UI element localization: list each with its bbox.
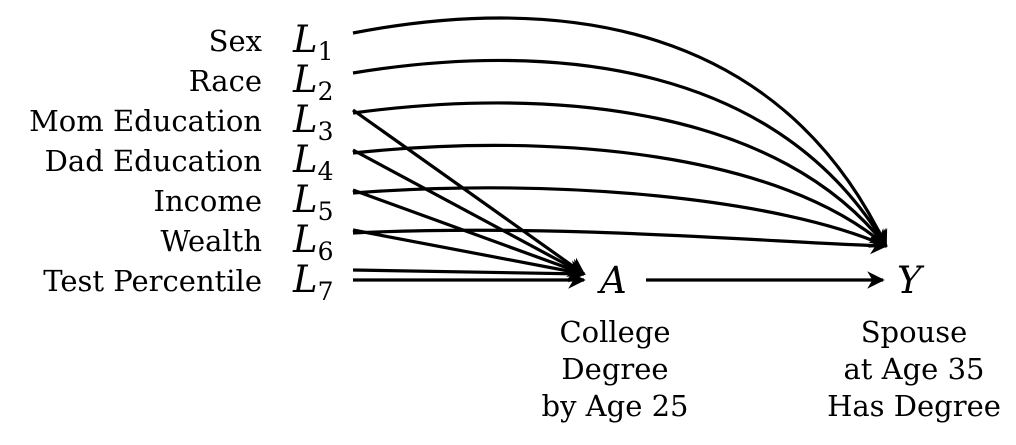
covariate-subscript: 7 <box>318 277 334 306</box>
covariate-subscript: 3 <box>318 117 334 146</box>
covariate-subscript: 1 <box>318 37 334 66</box>
edge-covariate-to-outcome <box>352 16 888 248</box>
edge-covariate-to-treatment <box>352 228 586 280</box>
outcome-caption-line: Spouse <box>861 315 968 349</box>
covariate-symbol: L <box>292 218 318 261</box>
covariate-node: L3 <box>292 98 333 146</box>
edge-covariate-to-treatment <box>352 148 586 276</box>
edge-covariate-to-treatment <box>352 264 586 283</box>
covariate-node: L1 <box>292 18 333 66</box>
covariate-label: Race <box>189 64 262 98</box>
covariate-label: Test Percentile <box>43 264 262 298</box>
treatment-node: A <box>597 259 627 302</box>
covariate-symbol: L <box>292 258 318 301</box>
covariate-label: Income <box>154 184 263 218</box>
covariate-node: L2 <box>292 58 333 106</box>
covariate-node: L7 <box>292 258 333 306</box>
covariate-subscript: 6 <box>318 237 334 266</box>
edge-covariate-to-outcome <box>352 58 888 248</box>
outcome-caption-line: at Age 35 <box>844 352 985 386</box>
covariate-label: Wealth <box>161 224 263 258</box>
treatment-caption-line: by Age 25 <box>542 389 689 423</box>
covariate-subscript: 4 <box>318 157 334 186</box>
edge-covariate-to-outcome <box>352 186 888 248</box>
edge-covariate-to-outcome <box>352 143 888 248</box>
covariate-node: L5 <box>292 178 333 226</box>
covariate-subscript: 5 <box>318 197 334 226</box>
covariate-symbol: L <box>292 58 318 101</box>
covariate-node: L6 <box>292 218 333 266</box>
edge-covariate-to-outcome <box>352 228 888 255</box>
treatment-caption-line: Degree <box>561 352 668 386</box>
edges-group <box>352 16 888 289</box>
edge-covariate-to-outcome <box>352 101 888 248</box>
covariate-label: Sex <box>209 24 262 58</box>
edge-covariate-to-treatment <box>352 188 586 277</box>
covariate-label: Dad Education <box>45 144 262 178</box>
outcome-caption-line: Has Degree <box>827 389 1001 423</box>
covariate-symbol: L <box>292 178 318 221</box>
covariate-symbol: L <box>292 98 318 141</box>
covariate-symbol: L <box>292 138 318 181</box>
covariate-node: L4 <box>292 138 333 186</box>
covariate-label: Mom Education <box>29 104 262 138</box>
covariate-symbol: L <box>292 18 318 61</box>
edge-covariate-to-treatment <box>352 108 586 276</box>
outcome-node: Y <box>897 259 925 302</box>
treatment-caption-line: College <box>559 315 670 349</box>
covariate-subscript: 2 <box>318 77 334 106</box>
